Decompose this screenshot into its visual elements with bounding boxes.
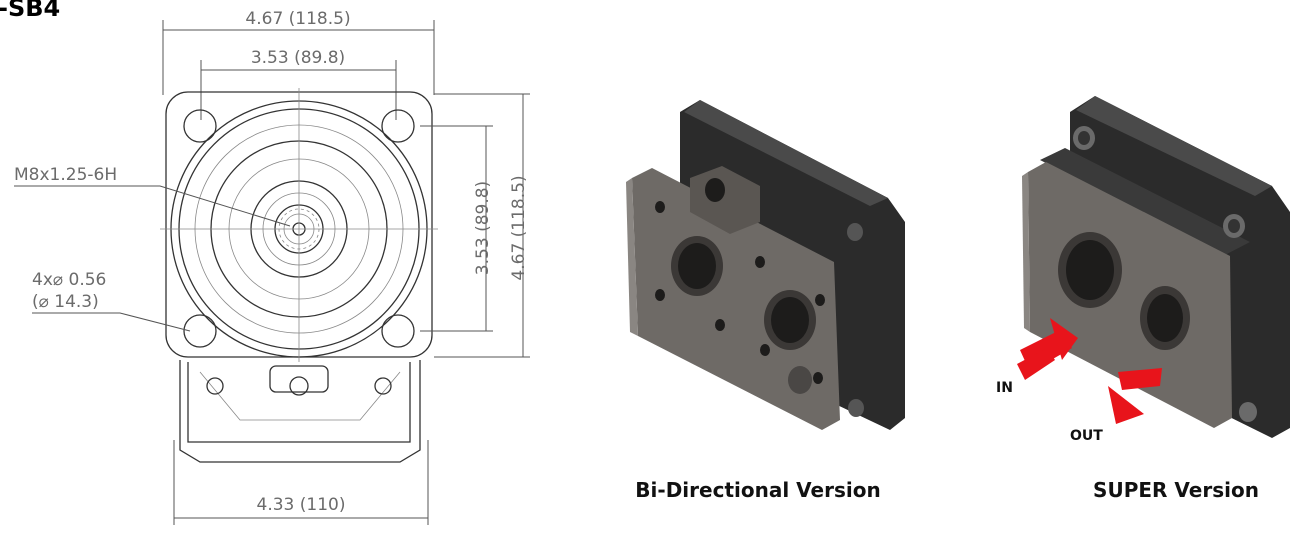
out-label: OUT [1070,428,1103,444]
model-title: -SB4 [0,0,60,22]
dim-top-bolt: 3.53 (89.8) [251,48,345,68]
dim-bottom-width: 4.33 (110) [257,495,346,515]
out-arrow [1108,368,1162,424]
hole-callout-line2: (⌀ 14.3) [32,292,99,312]
bi-directional-render [626,100,905,430]
technical-drawing: 4.67 (118.5) 3.53 (89.8) 3.53 (8 [14,9,530,525]
dim-right-bolt: 3.53 (89.8) [473,181,493,275]
super-render [1022,96,1290,438]
in-label: IN [996,380,1013,396]
caption-super: SUPER Version [1093,478,1259,502]
hole-callout-line1: 4x⌀ 0.56 [32,270,106,290]
thread-callout: M8x1.25-6H [14,165,117,185]
dim-right-overall: 4.67 (118.5) [509,175,529,280]
in-arrow [1017,318,1078,380]
dim-top-overall: 4.67 (118.5) [245,9,350,29]
caption-bi-directional: Bi-Directional Version [635,478,880,502]
